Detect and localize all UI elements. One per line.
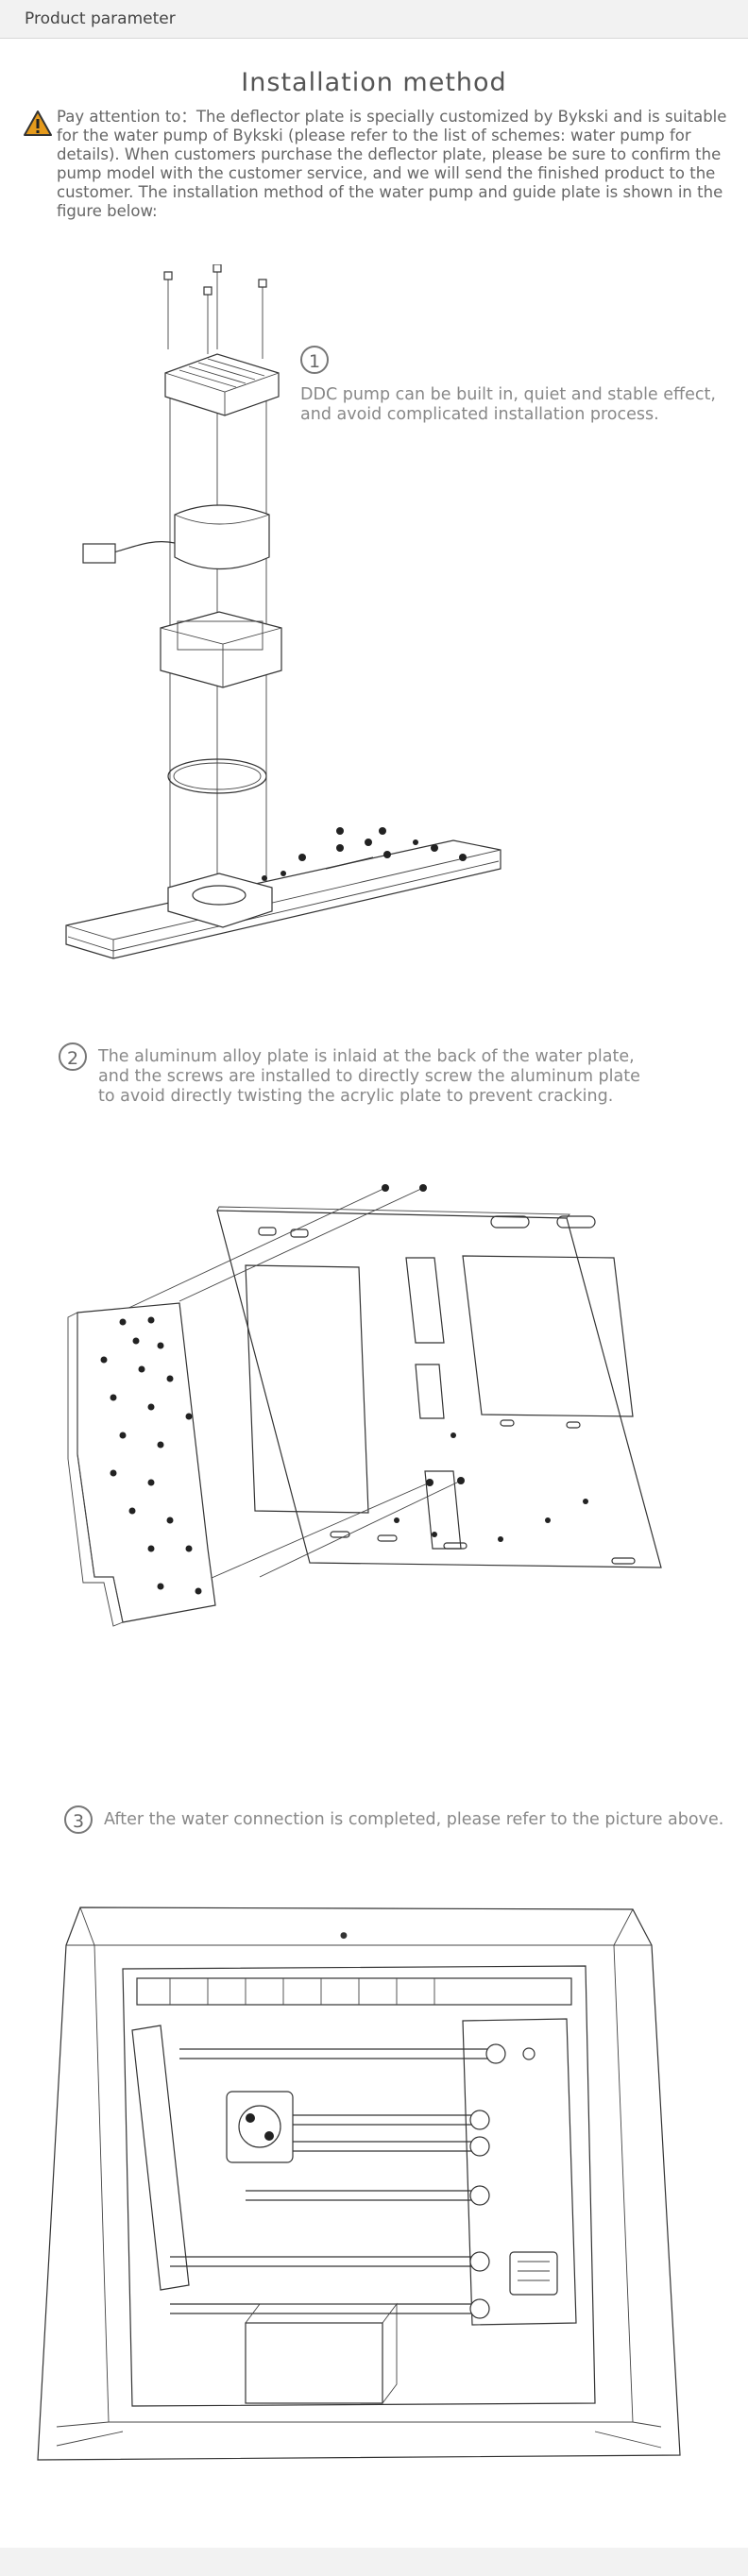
step-1-line-2: and avoid complicated installation proce… bbox=[300, 405, 659, 424]
page-title: Installation method bbox=[241, 68, 507, 97]
completed-loop-diagram: ● bbox=[37, 1907, 681, 2461]
header-label: Product parameter bbox=[25, 9, 176, 28]
pump-exploded-diagram bbox=[65, 264, 502, 959]
step-1-number: 1 bbox=[300, 346, 329, 374]
step-2-line-3: to avoid directly twisting the acrylic p… bbox=[98, 1087, 614, 1106]
step-1-text: DDC pump can be built in, quiet and stab… bbox=[300, 385, 735, 425]
logo-mark: ● bbox=[340, 1931, 348, 1940]
plate-mounting-diagram bbox=[67, 1184, 662, 1627]
step-2-number: 2 bbox=[59, 1042, 87, 1071]
step-1-line-1: DDC pump can be built in, quiet and stab… bbox=[300, 385, 716, 404]
notice-text: Pay attention to：The deflector plate is … bbox=[57, 108, 727, 220]
step-3-line-1: After the water connection is completed,… bbox=[104, 1810, 724, 1829]
footer-bar bbox=[0, 2548, 748, 2576]
step-2-line-1: The aluminum alloy plate is inlaid at th… bbox=[98, 1047, 635, 1066]
step-3-number: 3 bbox=[64, 1805, 93, 1834]
warning-icon bbox=[24, 110, 52, 136]
step-1: 1 bbox=[300, 346, 329, 374]
step-2-line-2: and the screws are installed to directly… bbox=[98, 1067, 640, 1086]
header-bar: Product parameter bbox=[0, 0, 748, 39]
